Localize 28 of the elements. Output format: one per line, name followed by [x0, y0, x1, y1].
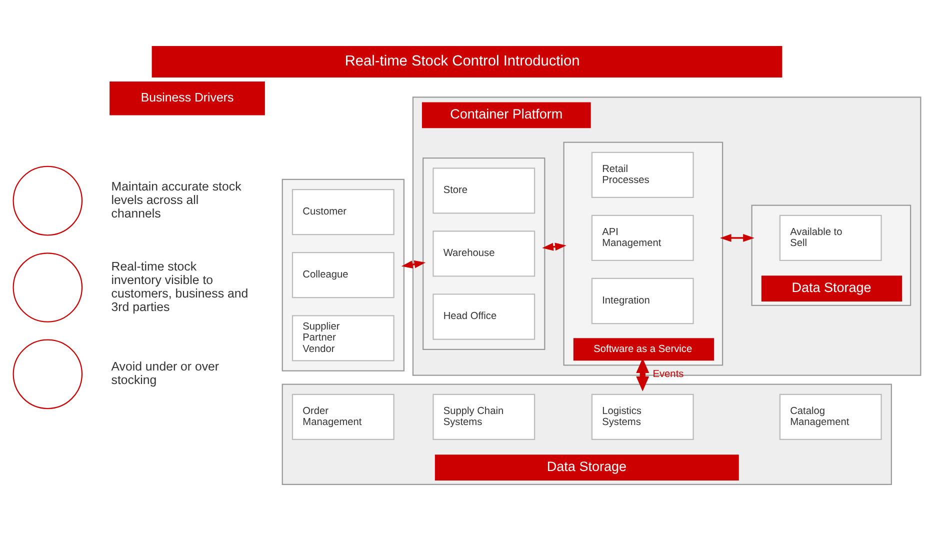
node-box: Warehouse: [432, 230, 536, 277]
arrow: [542, 242, 566, 251]
arrow: [401, 260, 426, 268]
node-label: Avoid under or over stocking: [111, 360, 220, 388]
node-circle: [12, 339, 83, 410]
cluster: [422, 157, 546, 350]
edge-label: Events: [652, 369, 684, 380]
node-box: Supplier Partner Vendor: [292, 315, 394, 362]
node-box: Integration: [591, 278, 694, 324]
node-box: Catalog Management: [779, 394, 882, 440]
node-box: Logistics Systems: [591, 394, 694, 440]
node-box: Store: [432, 168, 536, 214]
node-box: Customer: [292, 188, 394, 236]
node-box: Order Management: [292, 394, 394, 440]
node-box: Colleague: [292, 252, 394, 298]
node-box: Retail Processes: [591, 152, 694, 198]
node-box: Head Office: [432, 294, 536, 340]
node-circle: [12, 166, 83, 236]
diagram-title: Real-time Stock Control Introduction: [344, 54, 580, 70]
node-label: Maintain accurate stock levels across all channels: [111, 179, 242, 220]
node-box: API Management: [591, 214, 694, 262]
arrow: [720, 234, 754, 242]
node-label: Real-time stock inventory visible to customers, business and 3rd parties: [111, 259, 248, 314]
arrow: [636, 358, 650, 392]
node-box: Business Drivers: [110, 81, 265, 116]
node-box: Supply Chain Systems: [432, 394, 536, 440]
node-circle: [12, 252, 83, 322]
node-box: Available to Sell: [779, 214, 882, 262]
